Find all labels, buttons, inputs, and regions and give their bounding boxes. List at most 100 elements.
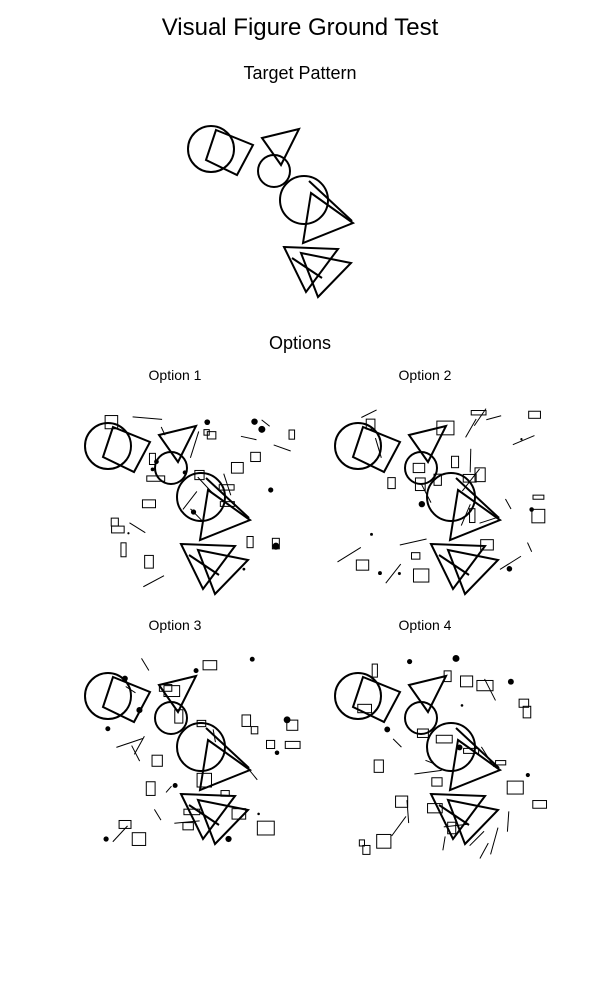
distractor-dot bbox=[418, 500, 426, 508]
triangle-shape bbox=[157, 424, 198, 464]
square-shape bbox=[351, 425, 402, 474]
distractor-rect bbox=[256, 820, 275, 836]
distractor-line bbox=[261, 419, 270, 427]
distractor-line bbox=[512, 435, 535, 446]
distractor-line bbox=[505, 498, 512, 510]
distractor-line bbox=[406, 800, 410, 824]
distractor-rect bbox=[476, 679, 494, 692]
distractor-line bbox=[391, 816, 407, 837]
distractor-rect bbox=[373, 759, 384, 773]
triangle-shape bbox=[429, 542, 487, 591]
triangle-shape bbox=[198, 488, 253, 542]
distractor-dot bbox=[452, 654, 460, 662]
distractor-rect bbox=[265, 739, 276, 750]
line-shape bbox=[205, 727, 250, 769]
distractor-line bbox=[442, 836, 446, 851]
distractor-rect bbox=[480, 539, 494, 551]
distractor-rect bbox=[412, 568, 430, 583]
distractor-rect bbox=[148, 452, 156, 466]
distractor-rect bbox=[111, 525, 125, 534]
distractor-rect bbox=[358, 839, 365, 847]
circle-shape bbox=[187, 125, 235, 173]
distractor-rect bbox=[206, 431, 217, 440]
distractor-line bbox=[490, 827, 499, 855]
triangle-shape bbox=[301, 191, 356, 245]
distractor-rect bbox=[522, 705, 532, 719]
distractor-dot bbox=[460, 704, 464, 707]
circle-shape bbox=[84, 422, 132, 470]
line-shape bbox=[291, 257, 323, 279]
distractor-rect bbox=[218, 484, 235, 491]
distractor-dot bbox=[150, 467, 155, 472]
distractor-line bbox=[469, 448, 472, 473]
option-4-figure[interactable] bbox=[334, 654, 548, 859]
distractor-rect bbox=[532, 800, 548, 809]
distractor-rect bbox=[506, 780, 524, 795]
triangle-shape bbox=[299, 251, 353, 299]
distractor-line bbox=[143, 575, 165, 588]
distractor-line bbox=[479, 842, 489, 859]
distractor-dot bbox=[127, 532, 130, 535]
distractor-rect bbox=[158, 684, 173, 692]
line-shape bbox=[308, 180, 353, 222]
target-pattern-heading: Target Pattern bbox=[243, 63, 357, 83]
distractor-dot bbox=[506, 566, 513, 572]
line-shape bbox=[438, 554, 470, 576]
distractor-rect bbox=[495, 760, 507, 766]
distractor-rect bbox=[250, 726, 259, 735]
test-title: Visual Figure Ground Test bbox=[161, 14, 439, 41]
distractor-rect bbox=[518, 698, 530, 708]
square-shape bbox=[351, 675, 402, 724]
triangle-shape bbox=[179, 542, 237, 591]
distractor-dot bbox=[242, 567, 246, 571]
triangle-shape bbox=[446, 798, 500, 846]
distractor-line bbox=[165, 785, 172, 793]
distractor-rect bbox=[431, 777, 443, 787]
distractor-line bbox=[385, 563, 402, 584]
distractor-rect bbox=[151, 754, 163, 767]
option-1-figure[interactable] bbox=[84, 415, 296, 596]
distractor-rect bbox=[182, 822, 194, 831]
distractor-rect bbox=[357, 703, 372, 714]
line-shape bbox=[205, 477, 250, 519]
triangle-shape bbox=[198, 738, 253, 792]
option-1-label: Option 1 bbox=[148, 367, 202, 383]
distractor-rect bbox=[355, 559, 370, 571]
circle-shape bbox=[404, 701, 438, 735]
distractor-rect bbox=[145, 781, 156, 796]
triangle-shape bbox=[282, 245, 340, 294]
distractor-line bbox=[392, 738, 402, 748]
distractor-dot bbox=[204, 419, 211, 426]
distractor-dot bbox=[268, 487, 274, 493]
circle-shape bbox=[404, 451, 438, 485]
distractor-rect bbox=[460, 675, 474, 688]
distractor-dot bbox=[272, 542, 280, 550]
distractor-dot bbox=[257, 812, 260, 816]
line-shape bbox=[188, 554, 220, 576]
distractor-rect bbox=[387, 477, 396, 490]
target-pattern bbox=[187, 125, 356, 299]
option-3-label: Option 3 bbox=[148, 617, 202, 633]
distractor-line bbox=[132, 416, 163, 420]
triangle-shape bbox=[407, 674, 448, 714]
distractor-rect bbox=[118, 819, 132, 829]
option-3-figure[interactable] bbox=[84, 656, 301, 846]
distractor-dot bbox=[407, 659, 413, 665]
distractor-rect bbox=[141, 499, 156, 509]
distractor-rect bbox=[146, 475, 166, 482]
triangle-shape bbox=[196, 548, 250, 596]
distractor-dot bbox=[370, 532, 373, 536]
distractor-rect bbox=[532, 494, 545, 500]
distractor-line bbox=[506, 811, 510, 832]
distractor-rect bbox=[435, 734, 453, 744]
distractor-dot bbox=[258, 425, 266, 433]
distractor-dot bbox=[105, 726, 111, 732]
option-2-label: Option 2 bbox=[398, 367, 452, 383]
option-2-figure[interactable] bbox=[334, 408, 546, 596]
distractor-rect bbox=[110, 517, 119, 527]
distractor-rect bbox=[376, 833, 392, 849]
distractor-rect bbox=[371, 663, 378, 678]
distractor-dot bbox=[193, 668, 199, 674]
distractor-rect bbox=[230, 461, 244, 474]
distractor-rect bbox=[412, 462, 426, 474]
